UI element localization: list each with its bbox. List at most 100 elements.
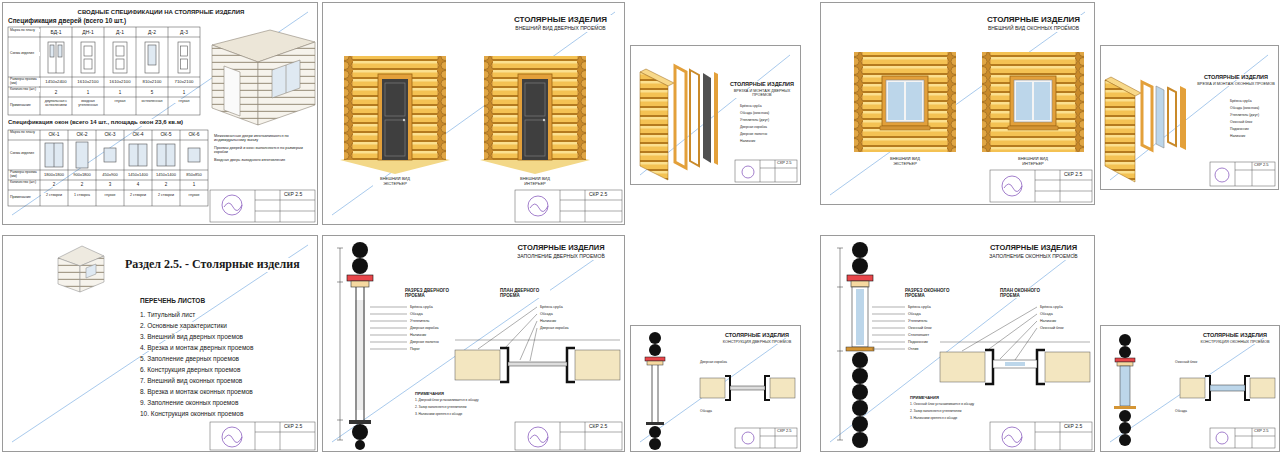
door-scheme-icon xyxy=(81,42,95,73)
drawing-label: Брёвна сруба xyxy=(540,305,563,309)
exploded-window-assembly xyxy=(1142,82,1152,150)
window-section xyxy=(837,440,843,441)
door-scheme-icon xyxy=(58,45,62,57)
approval-stamp xyxy=(222,427,242,447)
leader-line xyxy=(520,321,537,360)
drawing-label: входная утепленная xyxy=(73,99,103,107)
drawing-label: Брёвна сруба xyxy=(1040,305,1063,309)
exploded-door-assembly xyxy=(640,72,668,180)
window-section xyxy=(852,352,868,368)
drawing-label: глухое xyxy=(181,193,207,197)
log-corner-illustration xyxy=(224,66,240,116)
drawing-label: СКР 2.5 xyxy=(284,424,302,430)
window-section xyxy=(852,242,868,258)
drawing-label: Количество (шт.) xyxy=(10,181,39,185)
drawing-label: ОК-4 xyxy=(132,132,143,138)
drawing-label: 1610х2100 xyxy=(77,80,98,85)
exploded-door-assembly xyxy=(640,66,718,180)
sheet-subtitle: КОНСТРУКЦИЯ ДВЕРНЫХ ПРОЕМОВ xyxy=(716,340,798,344)
drawing-label: 2 xyxy=(165,182,168,187)
title-block xyxy=(1252,428,1253,448)
approval-stamp xyxy=(1215,168,1229,182)
door-section xyxy=(351,281,369,287)
door-plan xyxy=(455,340,620,341)
window-plan xyxy=(1037,350,1045,384)
drawing-label: Наличник xyxy=(740,140,796,144)
window-construction xyxy=(1119,334,1131,346)
drawing-label: РАЗРЕЗ ОКОННОГО ПРОЕМА xyxy=(905,288,950,298)
window-construction xyxy=(1119,422,1131,434)
title-block xyxy=(210,422,315,450)
window-construction xyxy=(1210,385,1245,391)
watermark-line xyxy=(332,245,615,442)
window-section xyxy=(837,242,874,448)
exploded-window-assembly xyxy=(1168,88,1176,146)
drawing-label: ВНЕШНИЙ ВИД ЭКСТЕРЬЕР xyxy=(883,157,927,166)
leader-line xyxy=(1015,328,1037,360)
sheet-title: СТОЛЯРНЫЕ ИЗДЕЛИЯ xyxy=(726,81,798,87)
door-section xyxy=(337,420,343,421)
spec-table-grid xyxy=(8,27,208,206)
approval-stamp xyxy=(224,203,242,211)
drawing-label: Брёвна сруба xyxy=(908,305,931,309)
door-scheme-icon xyxy=(50,45,54,57)
title-block xyxy=(210,160,1275,450)
window-scheme-icon xyxy=(188,148,200,162)
door-plan xyxy=(575,350,620,380)
approval-stamp xyxy=(742,166,754,178)
drawing-label: Д-2 xyxy=(148,30,156,36)
drawing-label: 2 створки xyxy=(153,193,179,197)
drawing-label: 2 xyxy=(81,182,84,187)
drawing-label: 2 створки xyxy=(125,193,151,197)
door-scheme-icon xyxy=(116,46,124,56)
log-corner-illustration xyxy=(286,65,287,93)
drawing-label: Обсада xyxy=(410,312,423,316)
door-construction xyxy=(658,365,659,422)
drawing-label: Наличник xyxy=(410,333,426,337)
drawing-label: Примечание xyxy=(10,103,31,107)
watermark-line xyxy=(1110,335,1268,442)
drawing-label: ОК-2 xyxy=(76,132,87,138)
title-block xyxy=(1035,422,1036,450)
drawing-label: глухая xyxy=(169,99,199,103)
window-scheme-icon xyxy=(129,144,147,166)
drawing-label: БД-1 xyxy=(50,30,61,36)
drawing-label: Оконный блок xyxy=(1175,361,1197,365)
leader-line xyxy=(478,307,537,349)
window-opening-view xyxy=(854,52,956,152)
window-opening-view xyxy=(854,52,1084,152)
drawing-label: 1 xyxy=(183,90,186,95)
approval-stamp xyxy=(742,432,754,444)
title-block xyxy=(210,190,315,222)
approval-stamp xyxy=(530,435,548,443)
leader-line xyxy=(989,314,1037,349)
spec-table-grid xyxy=(8,140,208,141)
window-scheme-icon xyxy=(54,143,55,167)
door-scheme-icon xyxy=(56,42,57,73)
leader-line xyxy=(530,328,537,361)
drawing-label: Схема изделия xyxy=(10,152,39,156)
door-construction xyxy=(770,378,795,398)
drawing-label: ОК-1 xyxy=(48,132,59,138)
window-scheme-icon xyxy=(166,144,167,166)
door-construction xyxy=(645,332,795,450)
window-construction xyxy=(1250,378,1275,398)
window-section xyxy=(852,400,868,416)
log-corner-illustration xyxy=(258,42,315,125)
window-plan xyxy=(1005,362,1025,366)
drawing-label: СКР 2.5 xyxy=(284,192,302,198)
drawing-label: Брёвна сруба xyxy=(740,105,796,109)
leader-line xyxy=(370,349,407,350)
title-block xyxy=(760,428,761,448)
drawing-label: 810х2100 xyxy=(143,80,162,85)
leader-line xyxy=(872,335,905,336)
drawing-label: Дверная коробка xyxy=(700,361,727,365)
title-block xyxy=(1035,170,1036,202)
drawing-label: Оконный блок xyxy=(908,326,932,330)
window-section xyxy=(840,248,841,440)
drawing-label: Подоконник xyxy=(908,340,928,344)
title-block xyxy=(280,422,281,450)
drawing-label: 5 xyxy=(151,90,154,95)
drawing-label: Размеры проема (мм) xyxy=(10,78,40,86)
